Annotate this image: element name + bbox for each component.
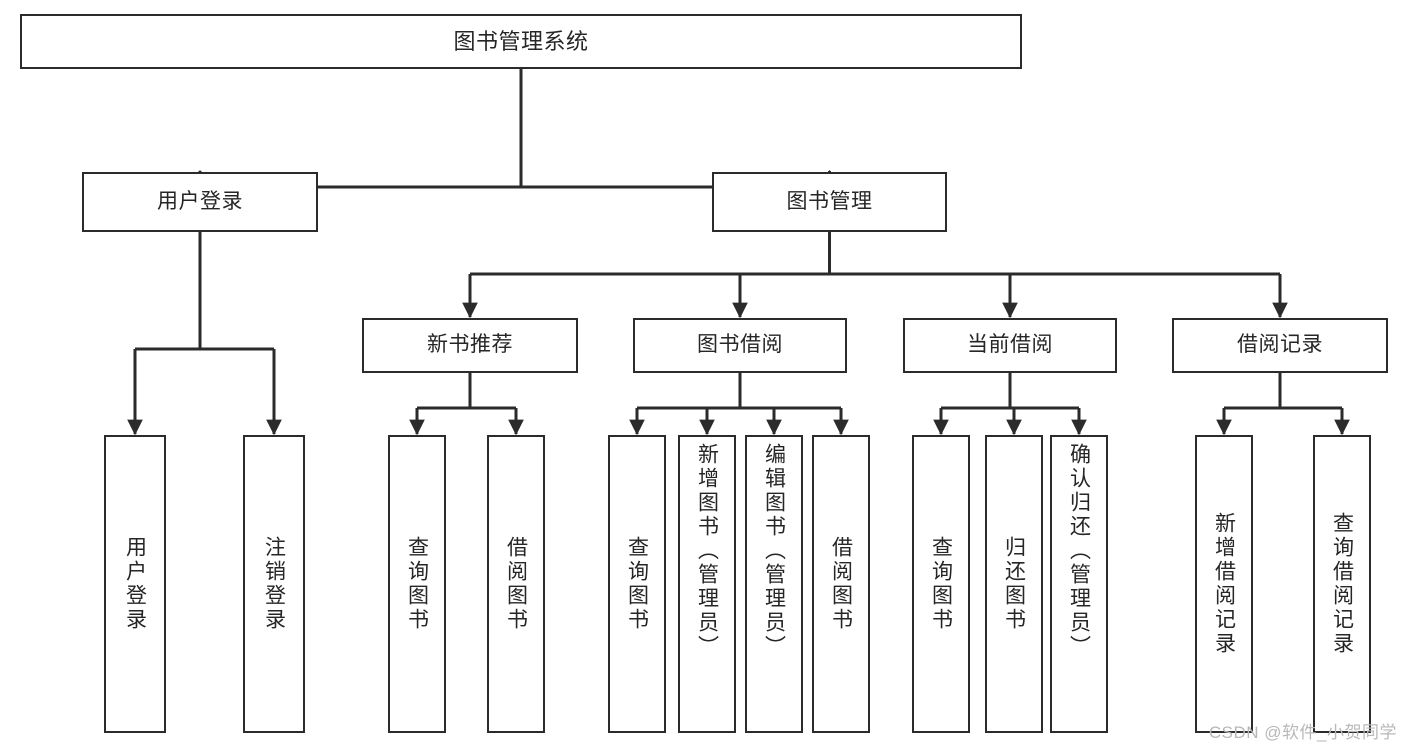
node-l3-cb-return[interactable]: 归还图书 [985,435,1043,733]
node-label: 确认归还（管理员） [1067,443,1091,659]
node-l3-br-query[interactable]: 查询借阅记录 [1313,435,1371,733]
node-l3-bb-edit[interactable]: 编辑图书（管理员） [745,435,803,733]
node-label: 当前借阅 [967,333,1053,357]
node-l3-rec-query[interactable]: 查询图书 [388,435,446,733]
node-label: 新增图书（管理员） [695,443,719,659]
node-l2-book-borrow[interactable]: 图书借阅 [633,318,847,373]
node-l2-borrow-record[interactable]: 借阅记录 [1172,318,1388,373]
node-label: 图书借阅 [697,333,783,357]
node-label: 新增借阅记录 [1212,512,1236,656]
node-label: 查询图书 [405,536,429,632]
node-l3-br-add[interactable]: 新增借阅记录 [1195,435,1253,733]
node-l2-current-borrow[interactable]: 当前借阅 [903,318,1117,373]
node-label: 借阅记录 [1237,333,1323,357]
watermark: CSDN @软件_小贺同学 [1208,723,1397,742]
node-l1-book-manage[interactable]: 图书管理 [712,172,947,232]
node-label: 查询图书 [929,536,953,632]
node-l2-new-book-rec[interactable]: 新书推荐 [362,318,578,373]
node-label: 借阅图书 [829,536,853,632]
node-l3-user-logout[interactable]: 注销登录 [243,435,305,733]
node-label: 用户登录 [157,189,243,213]
node-label: 注销登录 [262,536,286,632]
node-l3-cb-query[interactable]: 查询图书 [912,435,970,733]
node-label: 查询图书 [625,536,649,632]
node-root[interactable]: 图书管理系统 [20,14,1022,69]
node-l3-cb-confirm[interactable]: 确认归还（管理员） [1050,435,1108,733]
node-l3-bb-query[interactable]: 查询图书 [608,435,666,733]
node-label: 查询借阅记录 [1330,512,1354,656]
node-label: 编辑图书（管理员） [762,443,786,659]
node-label: 图书管理系统 [453,28,589,54]
node-l3-bb-borrow[interactable]: 借阅图书 [812,435,870,733]
node-l3-rec-borrow[interactable]: 借阅图书 [487,435,545,733]
node-label: 图书管理 [786,189,873,213]
node-l1-user-login[interactable]: 用户登录 [82,172,318,232]
node-label: 借阅图书 [504,536,528,632]
node-label: 新书推荐 [427,333,513,357]
node-label: 用户登录 [123,536,147,632]
node-l3-user-login[interactable]: 用户登录 [104,435,166,733]
node-label: 归还图书 [1002,536,1026,632]
node-l3-bb-add[interactable]: 新增图书（管理员） [678,435,736,733]
